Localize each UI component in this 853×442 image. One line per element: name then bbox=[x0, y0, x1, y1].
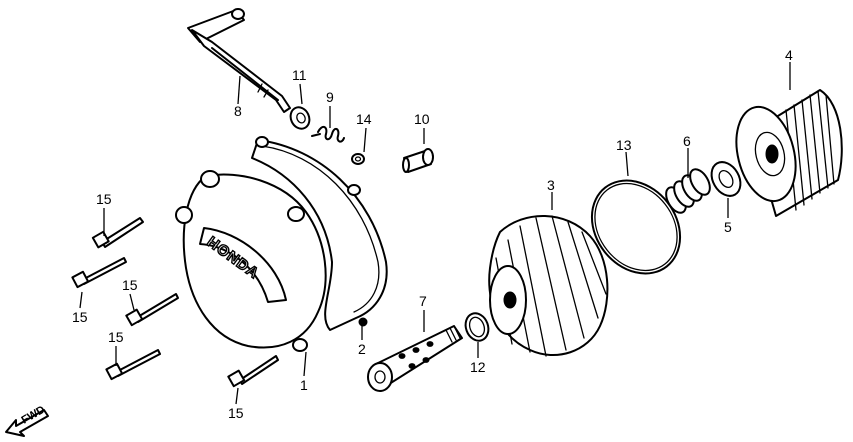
callout-11: 11 bbox=[292, 67, 307, 83]
part-15-bolt-a bbox=[91, 217, 144, 249]
part-14-clip bbox=[351, 153, 365, 165]
callout-15-e: 15 bbox=[228, 405, 244, 421]
callout-7: 7 bbox=[419, 293, 427, 309]
part-10-dowel-pin bbox=[402, 148, 434, 173]
callout-2: 2 bbox=[358, 341, 366, 357]
part-8-lever-shaft bbox=[187, 8, 291, 113]
callout-4: 4 bbox=[785, 47, 793, 63]
part-15-bolt-b bbox=[71, 257, 127, 289]
callout-9: 9 bbox=[326, 89, 334, 105]
part-9-spring bbox=[311, 126, 345, 143]
callout-14: 14 bbox=[356, 111, 372, 127]
part-12-o-ring bbox=[464, 312, 490, 342]
callout-6: 6 bbox=[683, 133, 691, 149]
part-1-crankcase-cover: HONDA bbox=[175, 136, 388, 352]
part-6-spring bbox=[665, 168, 711, 214]
callout-13: 13 bbox=[616, 137, 632, 153]
part-15-bolt-e bbox=[227, 355, 279, 388]
callout-15-b: 15 bbox=[72, 309, 88, 325]
callout-1: 1 bbox=[300, 377, 308, 393]
callout-15-c: 15 bbox=[122, 277, 138, 293]
part-11-oil-seal bbox=[289, 106, 311, 130]
part-4-oil-filter bbox=[735, 89, 843, 217]
part-2-grommet bbox=[358, 317, 368, 327]
callout-3: 3 bbox=[547, 177, 555, 193]
callout-labels: 8 11 9 14 10 15 15 15 15 15 1 2 7 12 3 1… bbox=[72, 47, 793, 421]
part-7-oil-bolt bbox=[367, 325, 463, 392]
callout-5: 5 bbox=[724, 219, 732, 235]
callout-15-a: 15 bbox=[96, 191, 112, 207]
callout-10: 10 bbox=[414, 111, 430, 127]
leader-lines bbox=[79, 62, 791, 405]
callout-8: 8 bbox=[234, 103, 242, 119]
forward-arrow-indicator: FWD bbox=[5, 404, 49, 437]
callout-12: 12 bbox=[470, 359, 486, 375]
part-5-washer bbox=[710, 161, 742, 197]
callout-15-d: 15 bbox=[108, 329, 124, 345]
part-15-bolt-d bbox=[105, 349, 161, 381]
part-3-finned-rotor bbox=[488, 215, 609, 357]
part-15-bolt-c bbox=[125, 293, 179, 327]
